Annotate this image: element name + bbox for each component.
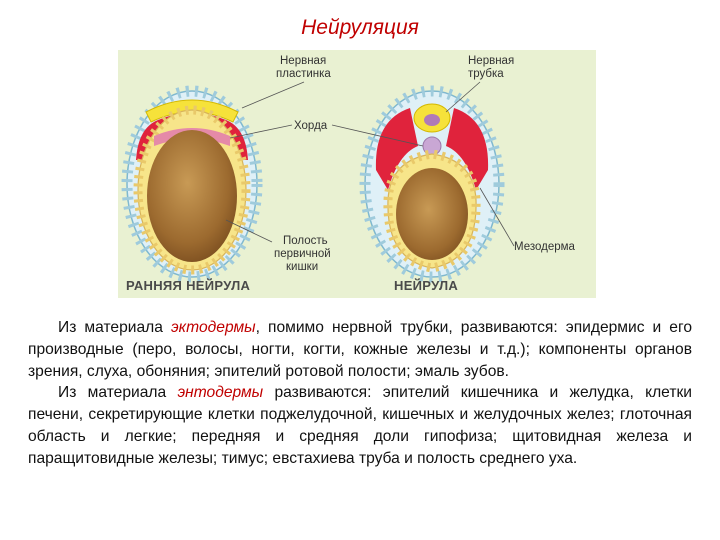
svg-text:первичной: первичной bbox=[274, 248, 331, 260]
paragraph-ectoderm: Из материала эктодермы, помимо нервной т… bbox=[28, 319, 692, 380]
neurulation-diagram: Нервная пластинка Нервная трубка Хорда М… bbox=[118, 50, 596, 298]
svg-text:кишки: кишки bbox=[286, 261, 318, 273]
body-text: Из материала эктодермы, помимо нервной т… bbox=[28, 317, 692, 470]
neurulation-figure: Нервная пластинка Нервная трубка Хорда М… bbox=[118, 50, 596, 298]
label-chorda: Хорда bbox=[229, 120, 424, 147]
svg-text:Мезодерма: Мезодерма bbox=[514, 241, 576, 253]
svg-text:Хорда: Хорда bbox=[294, 120, 328, 132]
svg-text:пластинка: пластинка bbox=[276, 68, 331, 80]
paragraph-endoderm: Из материала энтодермы развиваются: эпит… bbox=[28, 384, 693, 467]
svg-text:Нервная: Нервная bbox=[468, 55, 514, 67]
caption-late-neurula: НЕЙРУЛА bbox=[394, 278, 458, 293]
term-ectoderm: эктодермы bbox=[170, 319, 256, 336]
label-neural-tube: Нервная трубка bbox=[445, 55, 514, 113]
page-title: Нейруляция bbox=[301, 16, 419, 39]
svg-text:Нервная: Нервная bbox=[280, 55, 326, 67]
label-mesoderm: Мезодерма bbox=[479, 187, 576, 253]
label-gut-cavity: Полость первичной кишки bbox=[225, 219, 331, 273]
caption-early-neurula: РАННЯЯ НЕЙРУЛА bbox=[126, 278, 251, 293]
label-neural-plate: Нервная пластинка bbox=[241, 55, 331, 109]
late-neurula bbox=[359, 85, 505, 283]
term-endoderm: энтодермы bbox=[177, 384, 264, 402]
early-neurula bbox=[121, 85, 263, 283]
svg-text:трубка: трубка bbox=[468, 68, 504, 80]
svg-text:Полость: Полость bbox=[283, 235, 328, 247]
